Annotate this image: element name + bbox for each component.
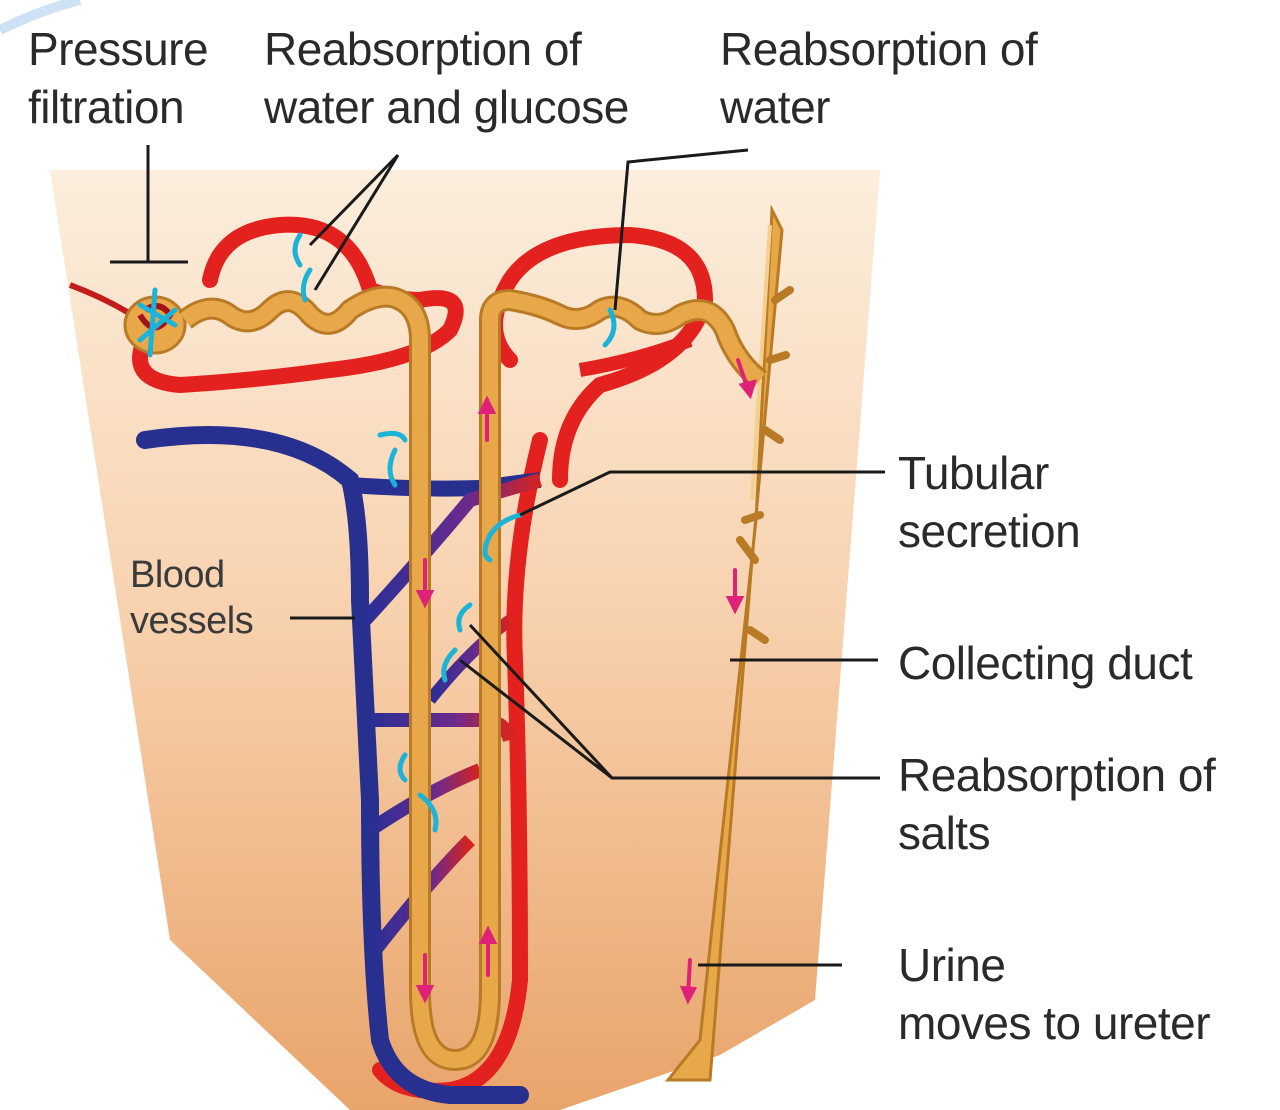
label-reabsorption-water-glucose: Reabsorption of water and glucose <box>264 20 629 136</box>
label-blood-vessels: Blood vessels <box>130 552 253 644</box>
label-tubular-secretion: Tubular secretion <box>898 444 1080 560</box>
label-urine-moves-to-ureter: Urine moves to ureter <box>898 936 1210 1052</box>
label-reabsorption-salts: Reabsorption of salts <box>898 746 1215 862</box>
label-reabsorption-water: Reabsorption of water <box>720 20 1037 136</box>
label-collecting-duct: Collecting duct <box>898 634 1192 692</box>
label-pressure-filtration: Pressure filtration <box>28 20 208 136</box>
